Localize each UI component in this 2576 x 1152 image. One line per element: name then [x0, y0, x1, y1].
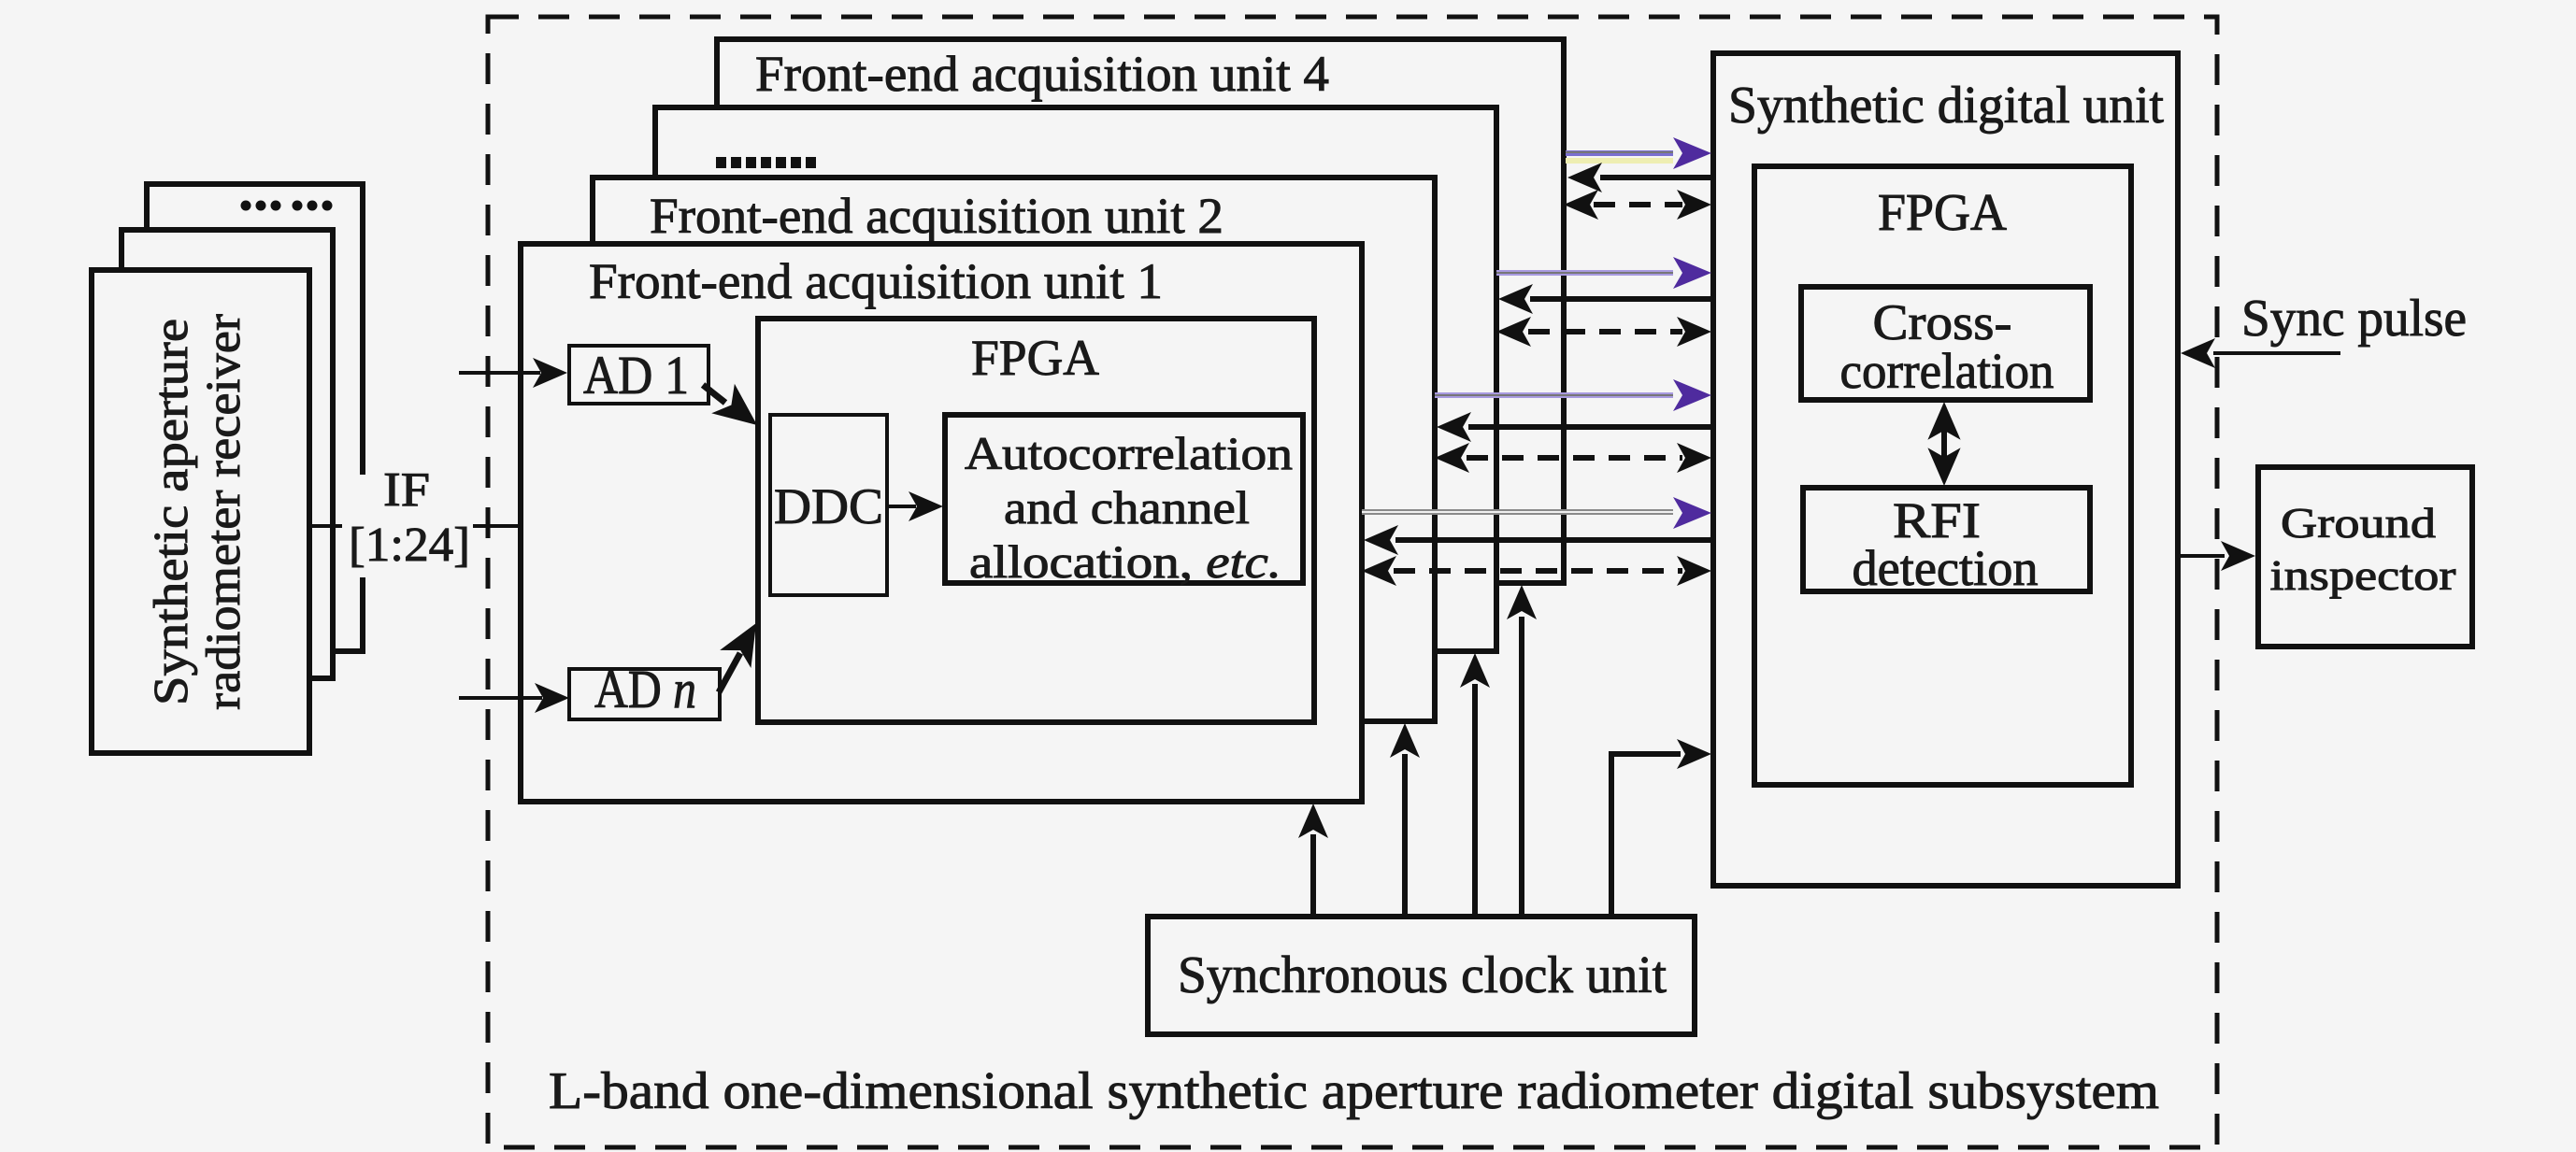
svg-text:RFI: RFI: [1893, 492, 1981, 548]
svg-text:inspector: inspector: [2270, 551, 2456, 599]
svg-text:IF: IF: [383, 463, 430, 517]
svg-text:Ground: Ground: [2281, 499, 2436, 547]
svg-text:Front-end acquisition unit 4: Front-end acquisition unit 4: [755, 46, 1329, 102]
svg-text:Front-end acquisition unit 2: Front-end acquisition unit 2: [650, 188, 1224, 244]
svg-text:and channel: and channel: [1004, 481, 1250, 533]
svg-text:AD n: AD n: [594, 659, 696, 719]
svg-text:Autocorrelation: Autocorrelation: [965, 427, 1293, 479]
svg-text:Synthetic digital unit: Synthetic digital unit: [1728, 77, 2164, 135]
svg-text:L-band one-dimensional synthet: L-band one-dimensional synthetic apertur…: [549, 1062, 2159, 1120]
svg-text:Sync pulse: Sync pulse: [2241, 290, 2467, 348]
svg-text:correlation: correlation: [1840, 343, 2054, 399]
svg-text:Synthetic aperture: Synthetic aperture: [145, 319, 198, 705]
svg-text:radiometer receiver: radiometer receiver: [197, 314, 250, 710]
svg-text:allocation, etc.: allocation, etc.: [969, 535, 1281, 588]
svg-text:FPGA: FPGA: [1878, 184, 2008, 242]
svg-text:DDC: DDC: [774, 478, 883, 534]
svg-text:[1:24]: [1:24]: [349, 519, 470, 572]
svg-text:FPGA: FPGA: [971, 330, 1099, 386]
svg-text:Synchronous clock unit: Synchronous clock unit: [1178, 946, 1667, 1004]
svg-text:Cross-: Cross-: [1873, 294, 2012, 350]
svg-text:Front-end acquisition unit 1: Front-end acquisition unit 1: [589, 253, 1163, 309]
svg-text:AD 1: AD 1: [583, 345, 689, 405]
svg-text:detection: detection: [1853, 540, 2039, 596]
